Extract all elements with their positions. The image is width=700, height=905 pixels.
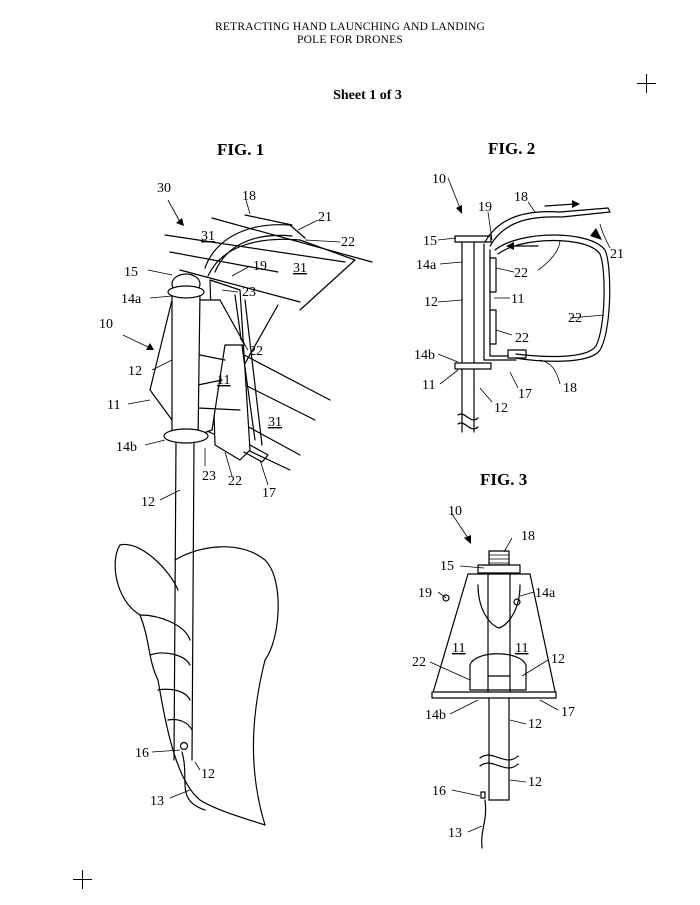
fig2-ref-11b: 11 — [422, 378, 435, 393]
fig1-ref-31a: 31 — [201, 229, 215, 244]
fig1-drawing — [115, 215, 372, 825]
fig1-ref-16: 16 — [135, 746, 149, 761]
fig1-ref-13: 13 — [150, 794, 164, 809]
fig1-ref-19: 19 — [253, 259, 267, 274]
fig1-ref-12c: 12 — [201, 767, 215, 782]
fig3-ref-14b: 14b — [425, 708, 446, 723]
fig2-ref-22b: 22 — [568, 311, 582, 326]
fig2-ref-12b: 12 — [494, 401, 508, 416]
fig1-ref-31c: 31 — [268, 415, 282, 430]
fig2-ref-18a: 18 — [514, 190, 528, 205]
fig1-reference-numerals: 30 18 21 31 22 15 19 31 23 14a 10 22 12 … — [99, 181, 355, 809]
fig2-ref-11a: 11 — [511, 292, 524, 307]
fig2-ref-22a: 22 — [514, 266, 528, 281]
fig1-ref-15: 15 — [124, 265, 138, 280]
fig1-ref-23b: 23 — [202, 469, 216, 484]
fig1-ref-14b: 14b — [116, 440, 137, 455]
fig3-ref-18: 18 — [521, 529, 535, 544]
fig2-ref-18b: 18 — [563, 381, 577, 396]
fig1-ref-23a: 23 — [242, 285, 256, 300]
fig1-ref-22c: 22 — [228, 474, 242, 489]
fig3-ref-12b: 12 — [528, 717, 542, 732]
fig1-ref-12a: 12 — [128, 364, 142, 379]
fig2-ref-14b: 14b — [414, 348, 435, 363]
fig1-ref-30: 30 — [157, 181, 171, 196]
fig3-ref-22: 22 — [412, 655, 426, 670]
fig1-ref-10: 10 — [99, 317, 113, 332]
fig3-ref-11b: 11 — [515, 641, 528, 656]
fig1-ref-14a: 14a — [121, 292, 142, 307]
fig1-ref-18: 18 — [242, 189, 256, 204]
fig2-ref-22c: 22 — [515, 331, 529, 346]
fig2-ref-15: 15 — [423, 234, 437, 249]
fig1-ref-17: 17 — [262, 486, 276, 501]
fig1-ref-22b: 22 — [249, 344, 263, 359]
fig2-ref-19: 19 — [478, 200, 492, 215]
fig3-ref-19: 19 — [418, 586, 432, 601]
fig2-ref-12a: 12 — [424, 295, 438, 310]
fig3-ref-14a: 14a — [535, 586, 556, 601]
fig2-ref-17: 17 — [518, 387, 532, 402]
fig3-ref-12c: 12 — [528, 775, 542, 790]
fig1-ref-11a: 11 — [217, 373, 230, 388]
fig1-ref-11b: 11 — [107, 398, 120, 413]
fig2-ref-14a: 14a — [416, 258, 437, 273]
fig1-ref-12b: 12 — [141, 495, 155, 510]
fig3-ref-15: 15 — [440, 559, 454, 574]
fig2-ref-10: 10 — [432, 172, 446, 187]
fig1-ref-22a: 22 — [341, 235, 355, 250]
fig3-ref-16: 16 — [432, 784, 446, 799]
fig3-ref-17: 17 — [561, 705, 575, 720]
fig2-ref-21: 21 — [610, 247, 624, 262]
fig1-ref-21: 21 — [318, 210, 332, 225]
fig3-ref-10: 10 — [448, 504, 462, 519]
fig3-ref-12a: 12 — [551, 652, 565, 667]
fig3-ref-13: 13 — [448, 826, 462, 841]
fig3-ref-11a: 11 — [452, 641, 465, 656]
fig1-ref-31b: 31 — [293, 261, 307, 276]
